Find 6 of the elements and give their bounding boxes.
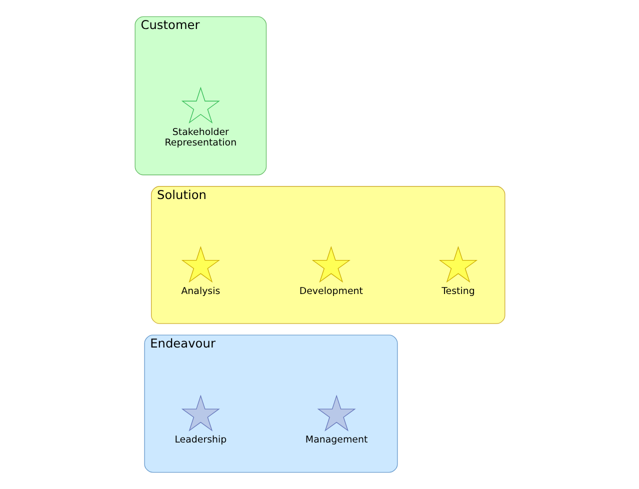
node-label: Management: [304, 434, 368, 446]
node-label: Development: [298, 286, 362, 297]
node-label: Stakeholder Representation: [164, 127, 236, 148]
node-label: Testing: [441, 286, 474, 297]
node-label: Leadership: [174, 434, 226, 446]
node-label: Analysis: [180, 286, 220, 297]
